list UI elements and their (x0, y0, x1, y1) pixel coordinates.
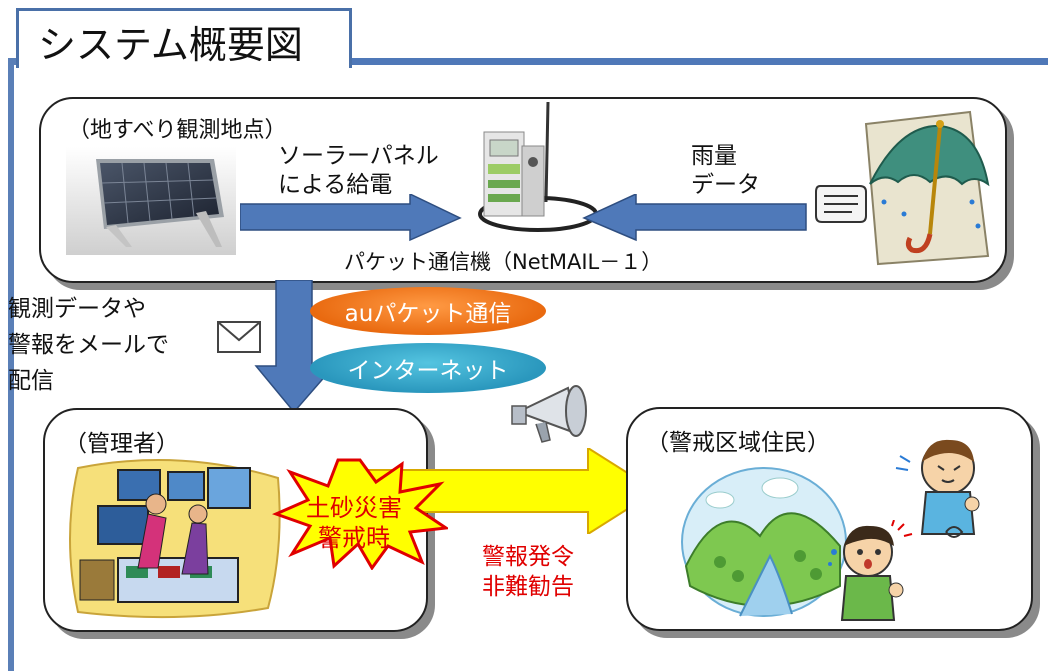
worried-resident-1 (895, 439, 980, 538)
mail-label-line2: 警報をメールで (8, 332, 169, 358)
distribution-arrow (254, 280, 336, 414)
alert-starburst (272, 458, 448, 570)
internet-pill: インターネット (310, 343, 546, 393)
power-arrow (240, 194, 462, 242)
mail-label-line3: 配信 (8, 368, 54, 394)
packet-communicator-image (478, 102, 598, 232)
solar-label-line2: による給電 (278, 172, 393, 198)
mail-label-line1: 観測データや (8, 296, 146, 322)
envelope-icon (217, 321, 261, 353)
rain-label-line1: 雨量 (691, 143, 737, 169)
control-room-image (69, 459, 281, 619)
document-scroll-icon (815, 185, 867, 223)
au-packet-pill: auパケット通信 (310, 287, 546, 335)
megaphone-icon (511, 385, 587, 443)
device-caption: パケット通信機（NetMAIL－１） (344, 250, 663, 274)
residents-heading: （警戒区域住民） (646, 430, 830, 456)
admin-heading: （管理者） (64, 431, 179, 457)
alert-action-line2: 非難勧告 (482, 574, 574, 600)
alert-line1: 土砂災害 (306, 494, 402, 522)
alert-action-line1: 警報発令 (482, 544, 574, 570)
frame-top-rule (352, 58, 1048, 65)
rain-data-arrow (582, 194, 807, 242)
solar-panel-image (66, 147, 236, 255)
solar-label-line1: ソーラーパネル (278, 143, 439, 169)
umbrella-rain-image (864, 110, 990, 266)
worried-resident-2 (828, 520, 913, 621)
rain-label-line2: データ (691, 172, 760, 198)
alert-line2: 警戒時 (318, 524, 390, 552)
frame-left-rule (8, 58, 14, 671)
page-title: システム概要図 (38, 23, 303, 67)
mountain-landscape-image (681, 467, 847, 617)
title-tab (16, 8, 352, 68)
site-heading: （地すべり観測地点） (68, 118, 287, 143)
